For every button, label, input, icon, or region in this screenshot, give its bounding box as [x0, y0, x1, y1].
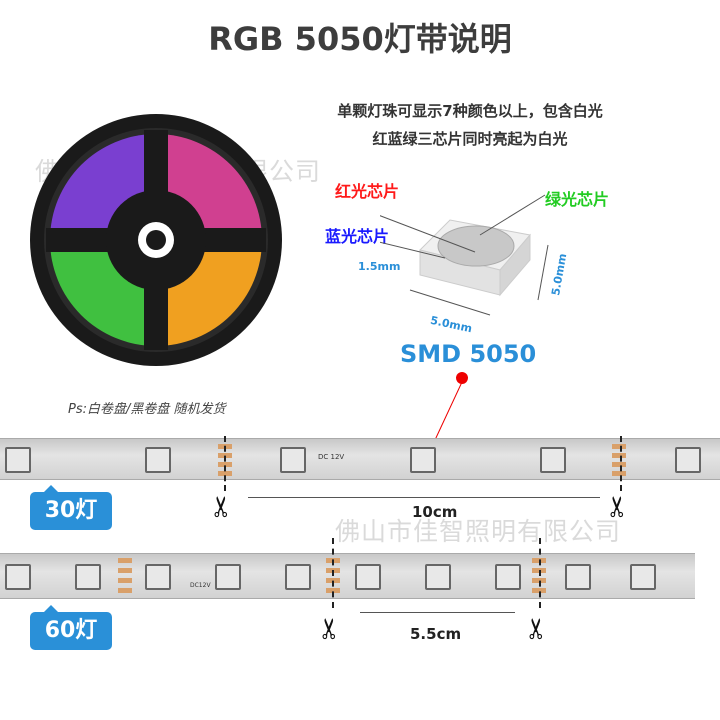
length-line [360, 612, 515, 613]
scissors-icon: ✂ [313, 616, 347, 641]
voltage-label: DC 12V [318, 453, 345, 461]
blue-chip-label: 蓝光芯片 [325, 227, 390, 246]
page-title: RGB 5050灯带说明 [208, 20, 512, 58]
watermark: 佛山市佳智照明有限公司 [335, 517, 622, 546]
scissors-icon: ✂ [520, 616, 554, 641]
badge-30-leds: 30灯 [30, 485, 112, 530]
chip-model-label: SMD 5050 [400, 340, 537, 368]
length-line [248, 497, 600, 498]
led-strip-60: DC12V [0, 553, 695, 599]
cut-length-60: 5.5cm [410, 625, 462, 643]
cut-line [539, 538, 541, 608]
green-chip-label: 绿光芯片 [545, 190, 610, 209]
reel-note: Ps:白卷盘/黑卷盘 随机发货 [68, 402, 226, 417]
scissors-icon: ✂ [205, 494, 239, 519]
cut-line [620, 436, 622, 491]
pointer-dot [456, 372, 468, 384]
cut-line [224, 436, 226, 491]
smd-chip-diagram [380, 194, 549, 316]
description-line-2: 红蓝绿三芯片同时亮起为白光 [372, 130, 568, 148]
cut-length-30: 10cm [412, 503, 458, 521]
voltage-label: DC12V [190, 582, 211, 589]
description-line-1: 单颗灯珠可显示7种颜色以上，包含白光 [337, 102, 603, 120]
led-strip-reel [30, 114, 282, 366]
chip-height-label: 1.5mm [358, 260, 401, 273]
badge-60-leds: 60灯 [30, 605, 112, 650]
led-strip-30: DC 12V [0, 438, 720, 480]
red-chip-label: 红光芯片 [335, 182, 400, 201]
cut-line [332, 538, 334, 608]
